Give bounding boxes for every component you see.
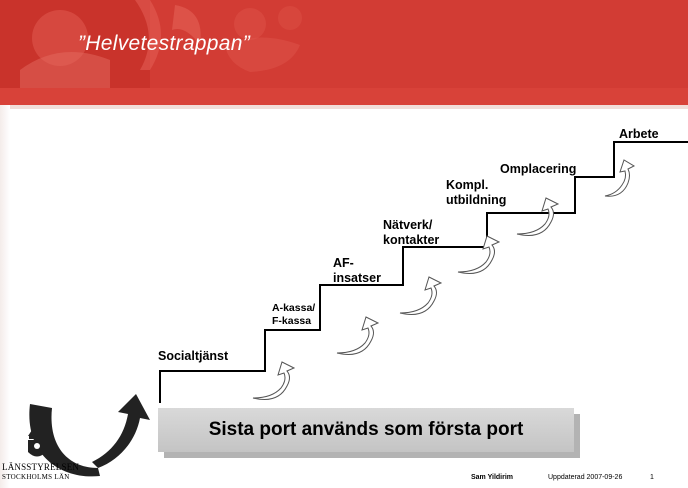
curved-arrow-icon xyxy=(399,276,443,315)
step-label-omplacering: Omplacering xyxy=(500,162,577,176)
logo-name: LÄNSSTYRELSEN xyxy=(2,462,80,472)
crown-emblem-icon xyxy=(28,430,46,457)
curved-arrow-icon xyxy=(336,316,380,355)
footer-date: Uppdaterad 2007-09-26 xyxy=(548,474,623,481)
banner-text: Sista port används som första port xyxy=(208,419,524,440)
header-decoration xyxy=(0,0,688,105)
step-label-a-kassa: A-kassa/ F-kassa xyxy=(272,302,316,327)
step-label-natverk: Nätverk/ kontakter xyxy=(383,218,440,247)
banner-box: Sista port används som första port xyxy=(158,408,574,452)
lansstyrelsen-logo xyxy=(28,430,46,457)
step-label-kompl-utbildning: Kompl. utbildning xyxy=(446,178,507,207)
slide-title: ”Helvetestrappan” xyxy=(78,32,251,55)
step-label-socialtjanst: Socialtjänst xyxy=(158,349,229,363)
curved-arrow-icon xyxy=(604,159,636,197)
header-band xyxy=(0,0,688,105)
footer-author: Sam Yildirim xyxy=(471,474,514,481)
left-shade xyxy=(0,105,10,488)
curved-arrow-icon xyxy=(516,197,560,236)
step-label-arbete: Arbete xyxy=(619,127,659,141)
curved-arrow-icon xyxy=(252,361,296,400)
staircase-line xyxy=(159,141,688,403)
logo-subtitle: STOCKHOLMS LÄN xyxy=(2,473,70,481)
step-label-af-insatser: AF- insatser xyxy=(333,256,381,285)
footer-page-number: 1 xyxy=(650,474,654,481)
curved-arrow-icon xyxy=(457,235,501,274)
header-divider xyxy=(0,105,688,109)
